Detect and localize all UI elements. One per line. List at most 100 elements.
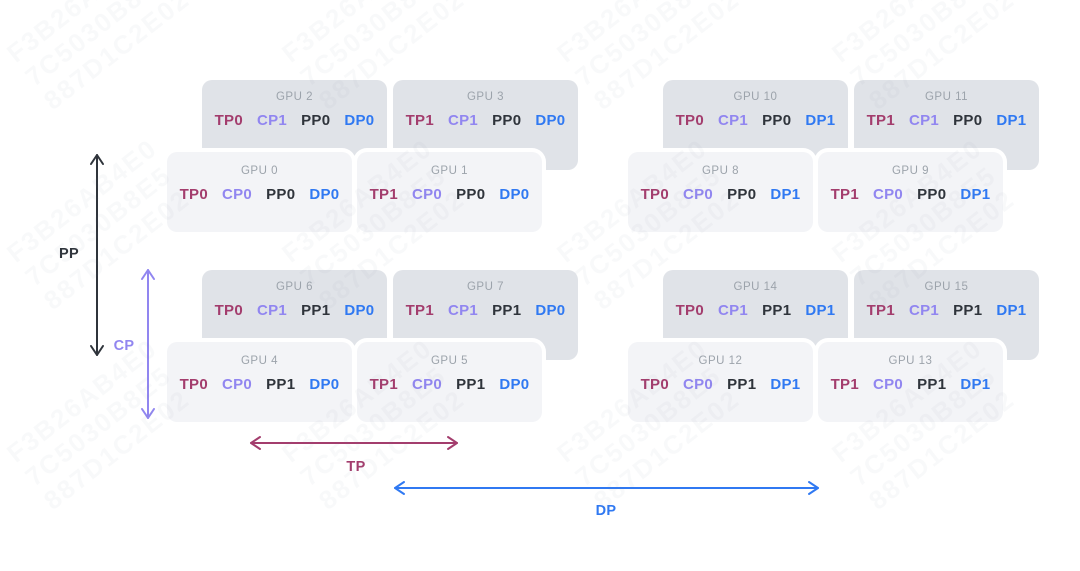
pp-arrowhead-icon [90, 154, 104, 165]
dp-arrowhead-icon [394, 481, 405, 495]
dp-rank-label: DP1 [805, 302, 836, 319]
gpu-card-title: GPU 6 [275, 281, 313, 293]
cp-rank-label: CP0 [221, 376, 253, 393]
gpu-card-title: GPU 4 [240, 355, 278, 367]
tp-rank-label: TP1 [866, 112, 895, 129]
dp-rank-label: DP0 [344, 112, 375, 129]
tp-rank-label: TP0 [675, 112, 704, 129]
dp-arrowhead-icon [808, 481, 819, 495]
cp-rank-label: CP0 [872, 186, 904, 203]
tp-rank-label: TP1 [369, 186, 398, 203]
watermark-text: 7C5030B8E5 [19, 0, 182, 93]
cp-rank-label: CP0 [221, 186, 253, 203]
gpu-card-title: GPU 5 [430, 355, 468, 367]
dp-rank-label: DP0 [309, 376, 340, 393]
gpu-rank-row: TP1 CP0 PP0 DP0 [357, 186, 542, 203]
pp-rank-label: PP1 [953, 302, 983, 319]
tp-rank-label: TP0 [179, 376, 208, 393]
pp-rank-label: PP0 [266, 186, 296, 203]
cp-rank-label: CP0 [682, 186, 714, 203]
gpu-card-title: GPU 8 [701, 165, 739, 177]
dp-rank-label: DP1 [996, 302, 1027, 319]
tp-arrowhead-icon [250, 436, 261, 450]
watermark-text: 7C5030B8E5 [569, 0, 732, 93]
pp-rank-label: PP1 [456, 376, 486, 393]
watermark-text: 7C5030B8E5 [844, 0, 1007, 93]
watermark-text: F3B26AB4E0 [826, 0, 989, 69]
gpu-card-title: GPU 3 [466, 91, 504, 103]
tp-rank-label: TP0 [675, 302, 704, 319]
cp-rank-label: CP1 [256, 302, 288, 319]
dp-rank-label: DP1 [770, 186, 801, 203]
pp-rank-label: PP0 [953, 112, 983, 129]
tp-rank-label: TP1 [405, 112, 434, 129]
watermark-text: F3B26AB4E0 [1, 0, 164, 69]
pp-rank-label: PP0 [456, 186, 486, 203]
tp-rank-label: TP0 [214, 302, 243, 319]
card-gpu-8: GPU 8 TP0 CP0 PP0 DP1 [628, 152, 813, 232]
cp-axis-arrow [141, 269, 155, 419]
watermark-tile: F3B26AB4E07C5030B8E5887D1C2E02 [1, 0, 201, 116]
watermark-text: 7C5030B8E5 [19, 157, 182, 293]
pp-rank-label: PP1 [917, 376, 947, 393]
cp-rank-label: CP1 [447, 302, 479, 319]
cp-arrowhead-icon [141, 408, 155, 419]
gpu-card-title: GPU 9 [891, 165, 929, 177]
pp-rank-label: PP0 [762, 112, 792, 129]
pp-rank-label: PP1 [266, 376, 296, 393]
tp-rank-label: TP0 [640, 186, 669, 203]
pp-rank-label: PP0 [301, 112, 331, 129]
watermark-text: F3B26AB4E0 [276, 0, 439, 69]
cp-arrowhead-icon [141, 269, 155, 280]
cp-rank-label: CP1 [908, 302, 940, 319]
gpu-card-title: GPU 1 [430, 165, 468, 177]
gpu-card-title: GPU 10 [733, 91, 778, 103]
watermark-text: 7C5030B8E5 [294, 0, 457, 93]
pp-axis-arrow [90, 154, 104, 356]
gpu-card-title: GPU 11 [924, 91, 969, 103]
dp-rank-label: DP0 [535, 302, 566, 319]
tp-rank-label: TP0 [214, 112, 243, 129]
pp-rank-label: PP0 [727, 186, 757, 203]
dp-rank-label: DP1 [996, 112, 1027, 129]
tp-rank-label: TP0 [640, 376, 669, 393]
pp-arrowhead-icon [90, 345, 104, 356]
tp-rank-label: TP1 [830, 376, 859, 393]
dp-axis-label: DP [595, 503, 617, 519]
dp-rank-label: DP0 [499, 186, 530, 203]
gpu-rank-row: TP0 CP0 PP1 DP1 [628, 376, 813, 393]
dp-rank-label: DP0 [344, 302, 375, 319]
cp-rank-label: CP0 [872, 376, 904, 393]
gpu-card-title: GPU 13 [888, 355, 933, 367]
cp-axis-label: CP [113, 338, 135, 354]
gpu-card-title: GPU 14 [733, 281, 778, 293]
watermark-text: F3B26AB4E0 [1, 133, 164, 270]
dp-rank-label: DP1 [770, 376, 801, 393]
pp-rank-label: PP0 [917, 186, 947, 203]
tp-rank-label: TP0 [179, 186, 208, 203]
gpu-card-title: GPU 0 [240, 165, 278, 177]
gpu-card-title: GPU 2 [275, 91, 313, 103]
dp-axis-arrow [394, 481, 819, 495]
watermark-text: 7C5030B8E5 [19, 357, 182, 493]
watermark-text: F3B26AB4E0 [551, 0, 714, 69]
tp-arrowhead-icon [447, 436, 458, 450]
pp-rank-label: PP1 [727, 376, 757, 393]
dp-rank-label: DP0 [499, 376, 530, 393]
dp-rank-label: DP0 [535, 112, 566, 129]
cp-rank-label: CP0 [411, 376, 443, 393]
cp-rank-label: CP1 [447, 112, 479, 129]
cp-rank-label: CP0 [411, 186, 443, 203]
pp-rank-label: PP1 [762, 302, 792, 319]
cp-rank-label: CP0 [682, 376, 714, 393]
dp-rank-label: DP1 [805, 112, 836, 129]
